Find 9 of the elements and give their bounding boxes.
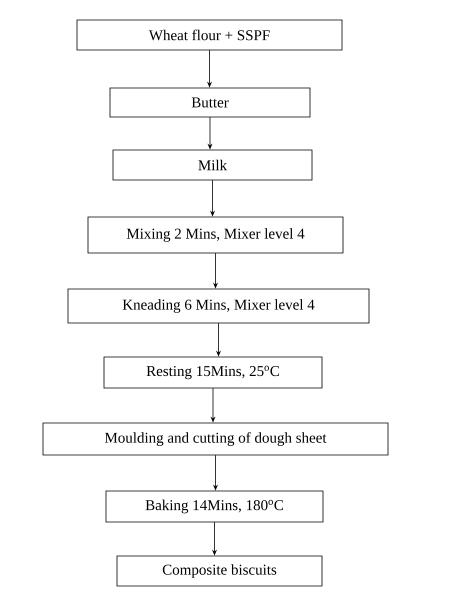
process-box: Kneading 6 Mins, Mixer level 4 bbox=[68, 288, 370, 324]
process-box: Wheat flour + SSPF bbox=[76, 20, 342, 50]
process-box: Baking 14Mins, 180$^{o}$C bbox=[106, 490, 324, 522]
process-box: Butter bbox=[110, 88, 310, 118]
process-box: Resting 15Mins, 25$^{o}$C bbox=[104, 356, 322, 388]
process-box: Moulding and cutting of dough sheet bbox=[42, 422, 388, 456]
process-box: Composite biscuits bbox=[116, 556, 322, 586]
process-box: Mixing 2 Mins, Mixer level 4 bbox=[88, 216, 344, 254]
process-box: Milk bbox=[112, 150, 312, 180]
